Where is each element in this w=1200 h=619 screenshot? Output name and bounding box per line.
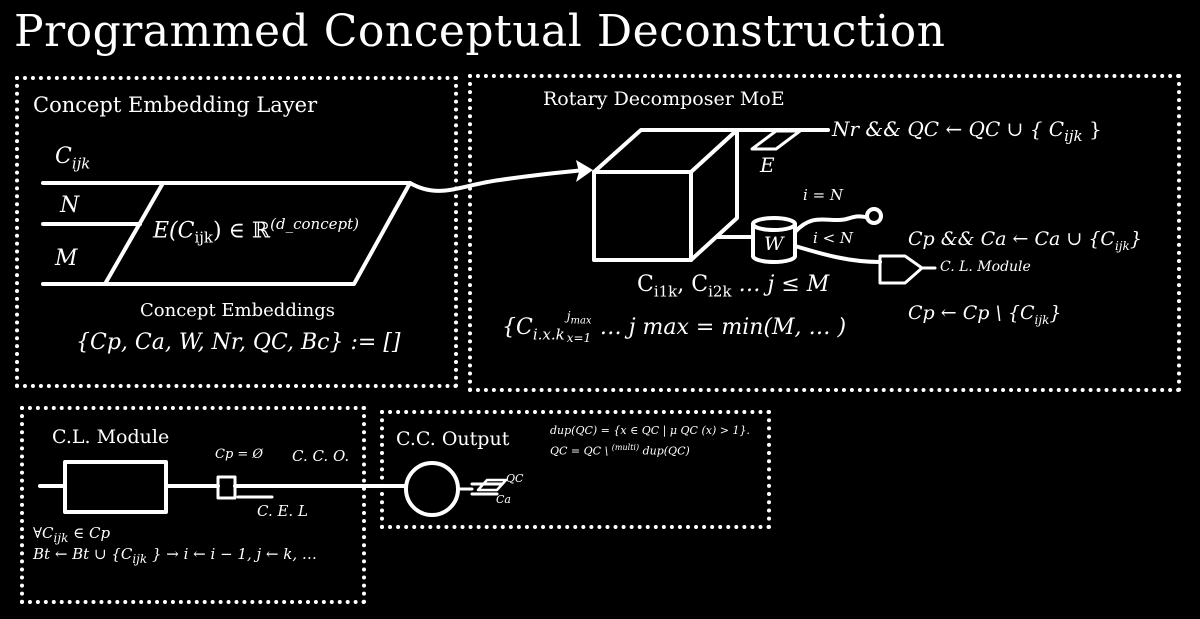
cp-ca-base: Cp && Ca ← Ca ∪ {C — [908, 228, 1115, 250]
cp-remove-base: Cp ← Cp \ {C — [908, 302, 1035, 324]
embedding-rest: ) ∈ ℝ — [213, 218, 271, 244]
c-seq-1: C — [637, 272, 654, 297]
forall-sub: ijk — [53, 531, 69, 545]
cl-module-heading: C.L. Module — [52, 426, 170, 448]
c-seq-1-sub: i1k — [653, 282, 678, 301]
embedding-fn-sub: ijk — [194, 228, 214, 247]
concept-embedding-layer-box — [15, 76, 458, 388]
qc-definition: QC = QC \ (multi) dup(QC) — [550, 443, 690, 458]
dup-definition: dup(QC) = {x ∈ QC | μ QC (x) > 1}. — [550, 424, 750, 437]
bt-sub: ijk — [132, 552, 148, 566]
forall-end: ∈ Cp — [68, 524, 111, 542]
bt-end: } → i ← i − 1, j ← k, … — [147, 545, 317, 563]
nr-update-formula: Nr && QC ← QC ∪ { Cijk } — [832, 117, 1102, 145]
embedding-parallelogram — [103, 181, 412, 286]
loop-terminator — [865, 207, 883, 225]
cel-label: C. E. L — [257, 502, 308, 520]
embedding-function: E(Cijk) ∈ ℝ(d_concept) — [153, 215, 359, 247]
nr-update-end: } — [1082, 117, 1102, 141]
ca-tag: Ca — [496, 493, 511, 506]
cc-output-heading: C.C. Output — [396, 428, 510, 450]
embedding-fn-base: E(C — [153, 218, 195, 244]
cc-output-circle — [404, 461, 460, 517]
expert-parallelogram — [750, 129, 802, 151]
decomposer-heading: Rotary Decomposer MoE — [543, 88, 785, 110]
cl-module-rect — [63, 460, 168, 514]
init-statement: {Cp, Ca, W, Nr, QC, Bc} := [] — [76, 330, 401, 355]
embedding-to-cube-connector — [408, 168, 587, 193]
cp-remove-end: } — [1049, 302, 1062, 324]
loop-eq-label: i = N — [803, 186, 844, 204]
set-expression: {Ci.x.k jmax x=1 … j max = min(M, … ) — [502, 309, 847, 345]
set-sup-sub: max — [570, 315, 592, 327]
concept-embeddings-label: Concept Embeddings — [140, 300, 335, 321]
connector-arrowhead — [576, 160, 593, 182]
cp-ca-sub: ijk — [1114, 238, 1130, 253]
input-label-c: Cijk — [55, 144, 90, 172]
cp-remove-sub: ijk — [1034, 312, 1050, 327]
forall-statement: ∀Cijk ∈ Cp — [33, 524, 110, 545]
nr-update-sub: ijk — [1064, 127, 1083, 145]
cl-small-rect — [216, 475, 237, 500]
input-c-base: C — [55, 144, 72, 169]
set-rest: … j max = min(M, … ) — [592, 315, 847, 340]
set-sub: i.x.k — [532, 325, 565, 344]
cl-module-box — [20, 406, 366, 604]
page-title: Programmed Conceptual Deconstruction — [14, 6, 946, 57]
cp-empty-label: Cp = Ø — [215, 447, 264, 462]
cp-ca-end: } — [1129, 228, 1142, 250]
qc-tag: QC — [506, 472, 524, 485]
loop-lt-curve — [793, 244, 882, 264]
cp-remove-formula: Cp ← Cp \ {Cijk} — [908, 302, 1061, 327]
loop-eq-curve — [793, 214, 868, 234]
expert-label: E — [760, 153, 775, 177]
set-open: {C — [502, 315, 533, 340]
c-sequence: Ci1k, Ci2k … j ≤ M — [637, 272, 829, 300]
qc-def-end: dup(QC) — [639, 444, 690, 458]
loop-lt-label: i < N — [813, 229, 854, 247]
cl-module-gate — [878, 254, 924, 285]
concept-layer-heading: Concept Embedding Layer — [33, 93, 318, 117]
input-c-sub: ijk — [71, 154, 91, 173]
c-seq-2: , C — [677, 272, 709, 297]
qc-def-base: QC = QC \ — [550, 444, 612, 458]
forall-base: ∀C — [33, 524, 54, 542]
bt-update: Bt ← Bt ∪ {Cijk } → i ← i − 1, j ← k, … — [33, 545, 317, 566]
cc-output-box — [380, 410, 771, 529]
rotary-decomposer-box — [468, 74, 1181, 392]
c-seq-rest: … j ≤ M — [731, 272, 830, 297]
cl-module-tag: C. L. Module — [940, 259, 1031, 275]
cc-small-parallelogram — [476, 478, 508, 492]
input-label-n: N — [60, 193, 80, 218]
w-label: W — [764, 233, 784, 255]
embedding-sup: (d_concept) — [270, 215, 359, 233]
input-label-m: M — [55, 246, 78, 271]
w-cylinder — [751, 216, 797, 264]
cp-ca-update: Cp && Ca ← Ca ∪ {Cijk} — [908, 228, 1142, 253]
cco-label: C. C. O. — [292, 447, 350, 465]
decomposer-cube — [592, 128, 739, 262]
set-sup: j — [566, 309, 571, 323]
qc-def-sup: (multi) — [611, 443, 640, 452]
bt-base: Bt ← Bt ∪ {C — [33, 545, 133, 563]
nr-update-base: Nr && QC ← QC ∪ { C — [832, 117, 1065, 141]
c-seq-2-sub: i2k — [708, 282, 732, 301]
set-lower: x=1 — [566, 331, 592, 345]
